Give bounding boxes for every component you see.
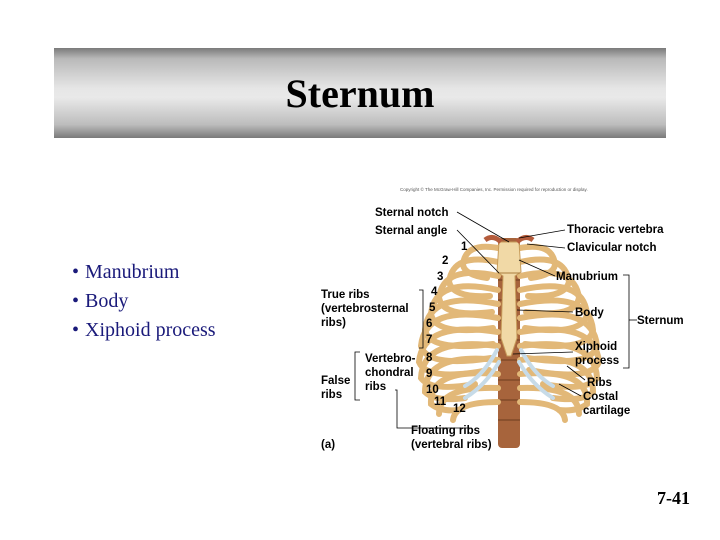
true-ribs-label-line1: True ribs xyxy=(321,289,370,301)
rib-number: 10 xyxy=(426,384,439,396)
copyright-text: Copyright © The McGraw-Hill Companies, I… xyxy=(400,186,588,192)
true-ribs-label-line2: (vertebrosternal xyxy=(321,303,409,315)
rib-number: 1 xyxy=(461,241,468,253)
rib-number: 11 xyxy=(434,396,447,408)
vertebrochondral-label-line2: chondral xyxy=(365,367,414,379)
panel-label: (a) xyxy=(321,439,335,451)
rib-number: 4 xyxy=(431,286,438,298)
body-label: Body xyxy=(575,307,604,319)
title-bar: Sternum xyxy=(54,48,666,138)
bullet-list: •Manubrium •Body •Xiphoid process xyxy=(72,258,216,345)
false-ribs-label-line1: False xyxy=(321,375,350,387)
ribs-label: Ribs xyxy=(587,377,612,389)
sternum-bone xyxy=(496,241,522,357)
ribs-left xyxy=(415,243,501,423)
ribs-right xyxy=(517,243,603,423)
slide-title: Sternum xyxy=(285,70,435,116)
costal-cartilage xyxy=(463,348,555,400)
clavicular-notch-label: Clavicular notch xyxy=(567,242,656,254)
bullet-text: Xiphoid process xyxy=(85,319,216,341)
rib-number-group: 1 2 3 4 5 6 7 8 9 10 11 12 xyxy=(426,241,468,415)
bullet-item: •Body xyxy=(72,287,216,316)
bullet-item: •Manubrium xyxy=(72,258,216,287)
manubrium-label: Manubrium xyxy=(556,271,618,283)
rib-cage-figure: Copyright © The McGraw-Hill Companies, I… xyxy=(315,180,695,460)
clavicle-right xyxy=(515,234,535,244)
costal-label-line1: Costal xyxy=(583,391,618,403)
bullet-dot: • xyxy=(72,319,80,341)
sternal-notch-label: Sternal notch xyxy=(375,207,448,219)
bullet-text: Body xyxy=(85,290,129,312)
leader-lines xyxy=(354,211,637,429)
label-group: Sternal notch Sternal angle Thoracic ver… xyxy=(321,207,684,451)
bullet-dot: • xyxy=(72,261,80,283)
floating-ribs-label-line2: (vertebral ribs) xyxy=(411,439,492,451)
sternal-angle-label: Sternal angle xyxy=(375,225,447,237)
sternum-label: Sternum xyxy=(637,315,684,327)
rib-number: 8 xyxy=(426,352,433,364)
bullet-text: Manubrium xyxy=(85,261,180,283)
rib-cage-diagram: Copyright © The McGraw-Hill Companies, I… xyxy=(321,186,684,451)
floating-ribs-label-line1: Floating ribs xyxy=(411,425,480,437)
bullet-dot: • xyxy=(72,290,80,312)
clavicle-left xyxy=(483,234,503,244)
slide-number: 7-41 xyxy=(657,488,690,508)
xiphoid-label-line2: process xyxy=(575,355,619,367)
rib-number: 3 xyxy=(437,271,443,283)
rib-number: 9 xyxy=(426,368,432,380)
rib-number: 12 xyxy=(453,403,466,415)
rib-number: 2 xyxy=(442,255,448,267)
false-ribs-label-line2: ribs xyxy=(321,389,342,401)
xiphoid-label-line1: Xiphoid xyxy=(575,341,617,353)
thoracic-vertebra-label: Thoracic vertebra xyxy=(567,224,664,236)
bullet-item: •Xiphoid process xyxy=(72,316,216,345)
rib-number: 5 xyxy=(429,302,436,314)
costal-label-line2: cartilage xyxy=(583,405,630,417)
true-ribs-label-line3: ribs) xyxy=(321,317,346,329)
vertebrochondral-label-line3: ribs xyxy=(365,381,386,393)
rib-number: 6 xyxy=(426,318,432,330)
vertebrochondral-label-line1: Vertebro- xyxy=(365,353,416,365)
rib-number: 7 xyxy=(426,334,432,346)
